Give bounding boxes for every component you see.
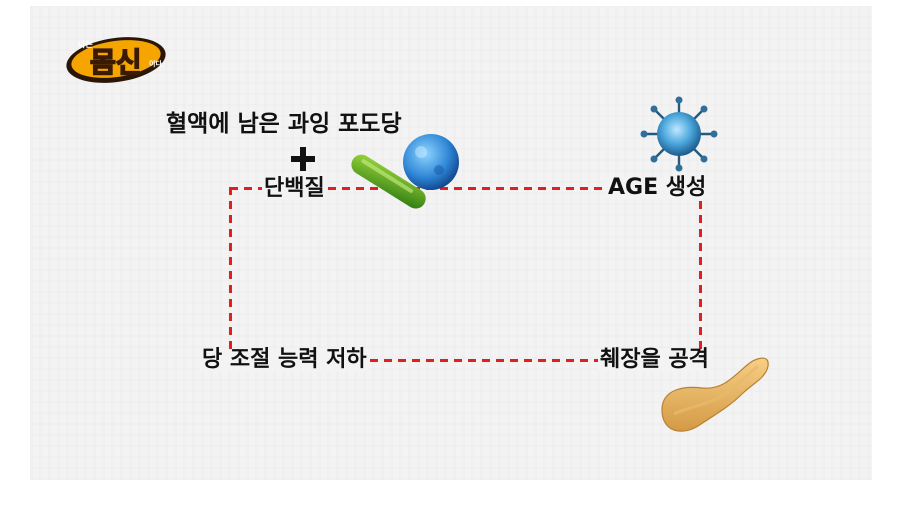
logo-small-left: 나는 <box>78 39 93 49</box>
left-dashed-line <box>229 187 232 362</box>
age-formation-label: AGE 생성 <box>606 175 709 200</box>
green-bacteria-icon <box>345 146 427 216</box>
pancreas-attack-label: 췌장을 공격 <box>598 347 711 372</box>
pancreas-icon <box>656 348 772 434</box>
blue-cell-icon <box>399 132 463 192</box>
plus-icon <box>291 147 315 171</box>
bottom-dashed-line <box>230 359 696 362</box>
excess-glucose-label: 혈액에 남은 과잉 포도당 <box>166 111 402 137</box>
logo-small-right: 이다 <box>149 59 162 68</box>
show-logo-icon: 나는 몸신 이다 <box>58 26 174 90</box>
glucose-regulation-label: 당 조절 능력 저하 <box>200 347 369 372</box>
top-dashed-line <box>230 187 702 190</box>
virus-icon <box>638 96 720 172</box>
protein-label: 단백질 <box>262 176 327 201</box>
right-dashed-line <box>699 187 702 361</box>
diagram-panel <box>30 6 872 480</box>
logo-main-text: 몸신 <box>90 46 142 79</box>
